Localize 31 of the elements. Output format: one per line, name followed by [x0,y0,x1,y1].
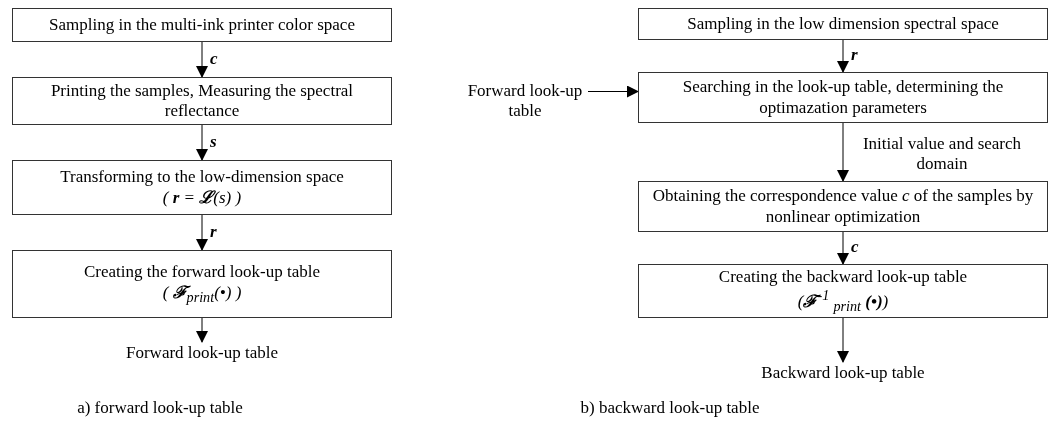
process-box [12,250,392,318]
flow-text: Forward look-up table [126,342,278,364]
process-text: Transforming to the low-dimension space [60,167,344,188]
process-box [638,72,1048,123]
process-box [638,8,1048,40]
arrow [837,231,849,265]
process-text: Creating the forward look-up table [83,262,320,283]
arrow [196,317,208,343]
process-text: Printing the samples, Measuring the spectral reflectance [49,80,355,122]
process-box [12,8,392,42]
formula-text: (ℱ$^{-1}$ $_{print}$ (•)) [797,287,889,316]
arrow [587,85,639,98]
process-box [12,160,392,215]
process-box [12,77,392,125]
process-text: Sampling in the low dimension spectral space [687,13,999,35]
arrow [837,39,849,73]
arrow [196,124,208,161]
process-text: Obtaining the correspondence value c of the samples by nonlinear optimization [651,186,1035,227]
process-text: Sampling in the multi-ink printer color space [49,14,355,36]
arrow [837,122,849,182]
arrow [196,214,208,251]
process-text: Creating the backward look-up table [718,266,968,288]
flow-text: Forward look-up table [466,80,584,122]
arrow [837,317,849,363]
process-box [638,264,1048,318]
flow-text: Backward look-up table [761,362,925,384]
formula-text: ( ℱ$_{print}$(•) ) [162,282,242,306]
formula-text: ( r = ℒ(s) ) [162,187,242,208]
process-text: Searching in the look-up table, determining the optimazation parameters [681,77,1005,118]
process-box [638,181,1048,232]
arrow [196,41,208,78]
